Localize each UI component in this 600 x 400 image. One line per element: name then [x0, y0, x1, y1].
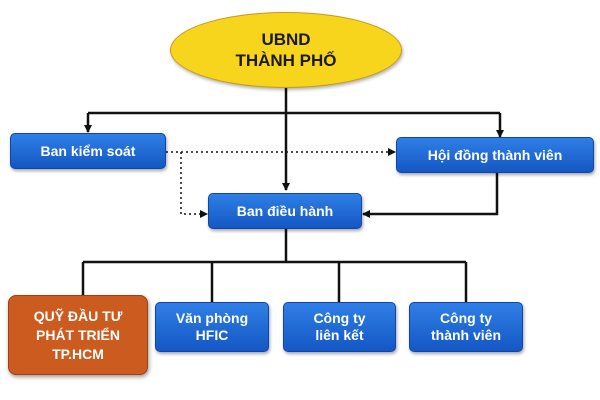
- city-committee-line-1: UBND: [261, 30, 311, 49]
- member-company-line-1: Công ty: [439, 310, 493, 326]
- members-council-node: Hội đồng thành viên: [396, 137, 594, 173]
- executive-board-node: Ban điều hành: [208, 193, 362, 229]
- member-company-node: Công ty thành viên: [409, 302, 523, 352]
- fund-line-3: TP.HCM: [52, 345, 104, 362]
- hfic-office-node: Văn phòng HFIC: [155, 302, 269, 352]
- supervisory-board-label: Ban kiểm soát: [40, 143, 136, 159]
- city-committee-node: UBND THÀNH PHỐ: [170, 12, 402, 88]
- members-council-label: Hội đồng thành viên: [427, 147, 563, 163]
- affiliated-company-line-1: Công ty: [313, 310, 366, 326]
- connector-council-to-executive: [362, 172, 499, 218]
- development-fund-node: QUỸ ĐẦU TƯ PHÁT TRIỂN TP.HCM: [8, 295, 148, 375]
- connector-supervisory-to-executive-dotted: [180, 152, 208, 218]
- hfic-office-line-1: Văn phòng: [175, 310, 249, 326]
- affiliated-company-line-2: liên kết: [315, 327, 364, 343]
- hfic-office-line-2: HFIC: [195, 327, 229, 343]
- executive-board-label: Ban điều hành: [236, 203, 334, 219]
- member-company-line-2: thành viên: [430, 327, 501, 343]
- fund-line-1: QUỸ ĐẦU TƯ: [33, 307, 123, 324]
- affiliated-company-node: Công ty liên kết: [283, 302, 396, 352]
- fund-line-2: PHÁT TRIỂN: [36, 326, 120, 343]
- supervisory-board-node: Ban kiểm soát: [10, 133, 166, 169]
- city-committee-line-2: THÀNH PHỐ: [235, 51, 337, 70]
